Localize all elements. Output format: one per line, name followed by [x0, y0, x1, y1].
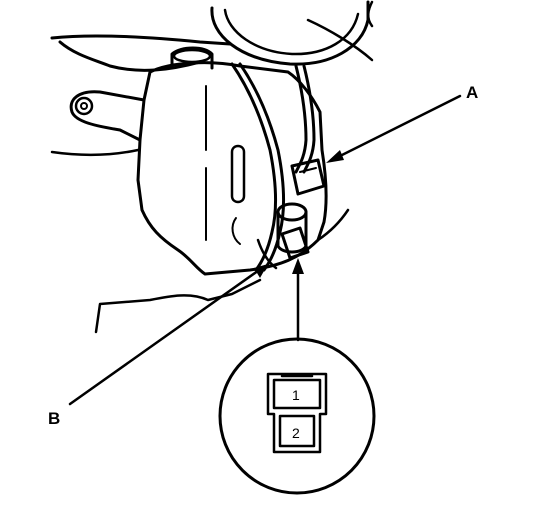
pin-1-label: 1: [292, 387, 300, 403]
leader-a: A: [326, 83, 478, 163]
callout-a: A: [466, 83, 478, 102]
connector-inset: 1 2: [218, 337, 376, 495]
connector-a: [290, 158, 326, 196]
inset-arrow: [292, 258, 304, 342]
washer-motor: [256, 202, 310, 270]
pin-2-label: 2: [292, 425, 300, 441]
reservoir-tank: [69, 46, 328, 276]
leader-b: B: [48, 264, 268, 428]
callout-b: B: [48, 409, 60, 428]
round-housing: [210, 0, 370, 66]
lower-panel: [50, 148, 350, 334]
